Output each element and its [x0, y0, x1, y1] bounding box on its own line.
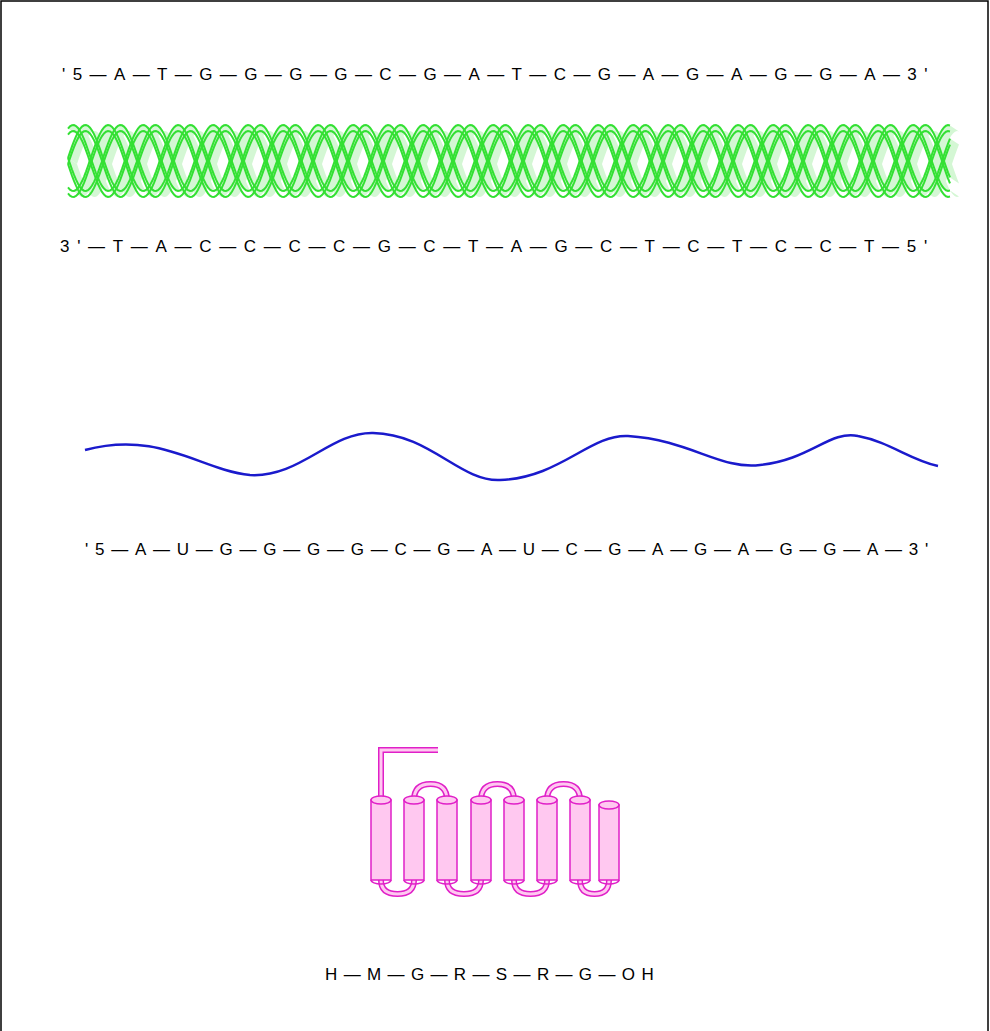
- helix-cylinder: [471, 800, 491, 880]
- cylinder-cap: [471, 796, 491, 804]
- helix-cylinder: [437, 800, 457, 880]
- cylinder-base: [570, 880, 590, 884]
- protein-loop: [381, 880, 414, 894]
- cylinder-cap: [437, 796, 457, 804]
- mrna-strand: [85, 433, 938, 480]
- cylinder-base: [437, 880, 457, 884]
- dna-helix: [68, 125, 959, 197]
- protein-loop: [580, 880, 609, 894]
- cylinder-cap: [599, 801, 619, 809]
- protein-loop: [381, 880, 414, 894]
- helix-edge: [68, 131, 950, 197]
- cylinder-base: [404, 880, 424, 884]
- helix-cylinder: [537, 800, 557, 880]
- n-terminus: [381, 750, 438, 800]
- cylinder-cap: [504, 796, 524, 804]
- dna-template-strand: 3'—T—A—C—C—C—C—G—C—T—A—G—C—T—C—T—C—C—T—5…: [60, 237, 935, 257]
- cylinder-cap: [570, 796, 590, 804]
- protein-loop: [580, 880, 609, 894]
- cylinder-cap: [404, 796, 424, 804]
- protein-helices: [371, 750, 619, 894]
- helix-cylinder: [504, 800, 524, 880]
- cylinder-base: [599, 880, 619, 884]
- helix-cylinder: [371, 800, 391, 880]
- helix-cylinder: [570, 800, 590, 880]
- helix-cylinder: [404, 800, 424, 880]
- protein-loop: [514, 880, 547, 894]
- helix-ribbon: [68, 125, 959, 197]
- cylinder-base: [504, 880, 524, 884]
- cylinder-base: [471, 880, 491, 884]
- helix-edge: [68, 131, 950, 197]
- mrna-sequence: '5—A—U—G—G—G—G—C—G—A—U—C—G—A—G—A—G—G—A—3…: [85, 540, 935, 560]
- protein-loop: [447, 880, 481, 894]
- protein-loop: [514, 880, 547, 894]
- protein-loop: [447, 880, 481, 894]
- helix-ribbon: [68, 125, 959, 197]
- cylinder-base: [537, 880, 557, 884]
- cylinder-cap: [371, 796, 391, 804]
- helix-ribbon: [68, 125, 959, 197]
- peptide-sequence: H—M—G—R—S—R—G—OH: [325, 965, 660, 985]
- helix-edge: [68, 131, 950, 197]
- helix-cylinder: [599, 805, 619, 880]
- dna-coding-strand: '5—A—T—G—G—G—G—C—G—A—T—C—G—A—G—A—G—G—A—3…: [62, 65, 935, 85]
- cylinder-base: [371, 880, 391, 884]
- helix-ribbon: [68, 125, 959, 197]
- n-terminus: [381, 750, 438, 800]
- cylinder-cap: [537, 796, 557, 804]
